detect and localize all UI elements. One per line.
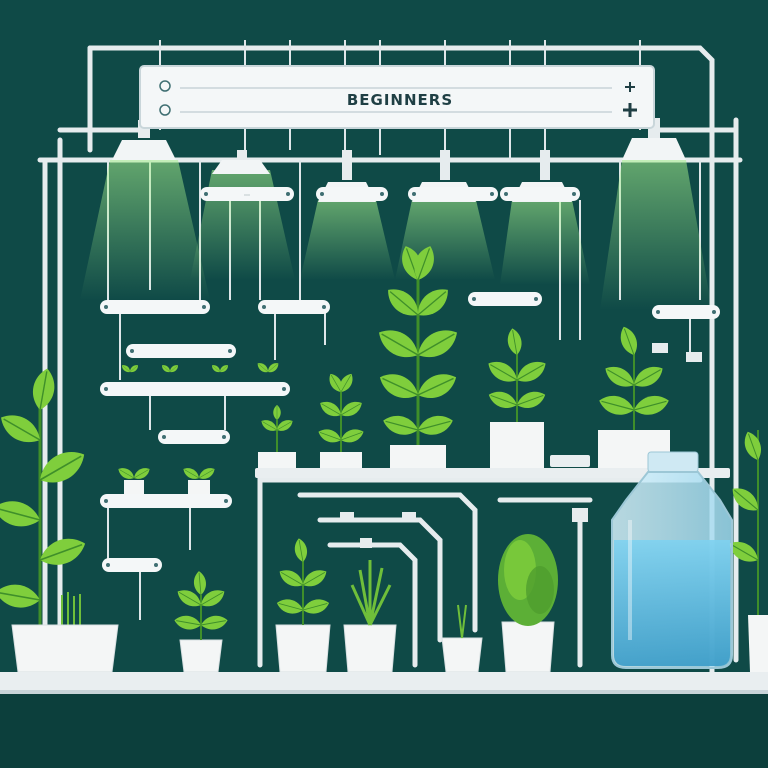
- frame-pipes: [37, 45, 743, 683]
- lamp: [212, 150, 270, 174]
- valves: [340, 343, 702, 548]
- floor-pot-right: [748, 615, 768, 672]
- base-shelf: [0, 672, 768, 694]
- water-jug: [611, 451, 733, 669]
- circle-icon: [159, 104, 171, 116]
- plus-icon: [625, 82, 635, 92]
- floor-pot: [11, 624, 119, 673]
- shelf: [255, 455, 730, 478]
- plant-left-large: [0, 366, 92, 630]
- shelf-plant-large: [372, 242, 464, 468]
- floor-plant: [274, 536, 332, 673]
- seedlings: [115, 360, 281, 494]
- svg-text:⋯: ⋯: [244, 193, 250, 199]
- floor-plant: [172, 570, 230, 673]
- plant-right-edge: [724, 428, 766, 615]
- shelf-plant: [258, 404, 296, 468]
- tag-plates: ⋯: [100, 187, 720, 572]
- title-banner: BEGINNERS: [139, 65, 655, 129]
- circle-icon: [159, 80, 171, 92]
- floor-plant-bush: [498, 534, 558, 673]
- shelf-plant: [315, 370, 367, 468]
- shelf-plant: [483, 326, 551, 468]
- plus-icon: [623, 103, 637, 117]
- banner-title: BEGINNERS: [347, 91, 453, 109]
